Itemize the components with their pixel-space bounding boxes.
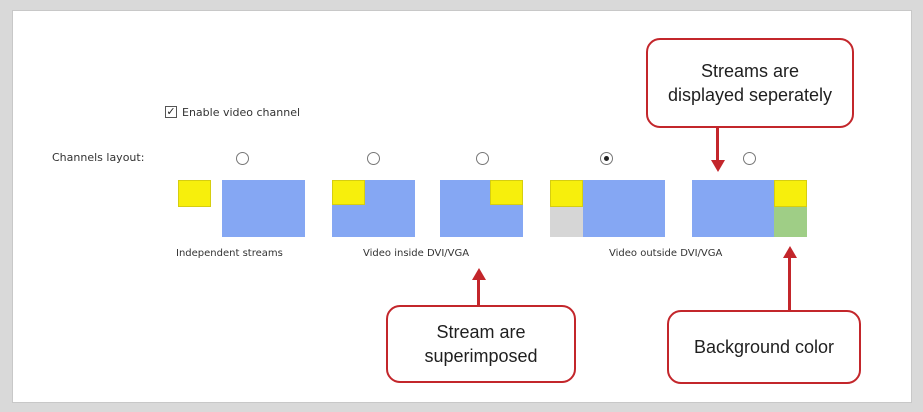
arrow-background-line	[788, 257, 791, 310]
arrow-superimposed-head	[472, 268, 486, 280]
outside-right-secondary-stream	[774, 180, 807, 207]
enable-video-channel-label: Enable video channel	[182, 106, 301, 119]
caption-video-outside: Video outside DVI/VGA	[609, 248, 723, 259]
outside-right-background	[774, 207, 807, 237]
outside-left-background	[550, 207, 583, 237]
callout-superimposed-text: Stream are superimposed	[424, 322, 538, 366]
callout-background-color: Background color	[667, 310, 861, 384]
enable-video-channel-checkbox[interactable]: ✓	[165, 106, 177, 118]
channels-layout-label: Channels layout:	[52, 151, 145, 164]
callout-background-color-text: Background color	[693, 337, 835, 357]
caption-independent-streams: Independent streams	[176, 248, 283, 259]
layout-radio-video-inside-1[interactable]	[367, 152, 380, 165]
outside-left-main-stream	[583, 180, 665, 237]
outside-left-secondary-stream	[550, 180, 583, 207]
checkbox-check-mark: ✓	[166, 105, 176, 118]
inside-tr-overlay-stream	[490, 180, 523, 205]
arrow-separately-line	[716, 128, 719, 162]
layout-radio-video-inside-2[interactable]	[476, 152, 489, 165]
inside-tl-overlay-stream	[332, 180, 365, 205]
layout-radio-independent[interactable]	[236, 152, 249, 165]
layout-radio-video-outside-1[interactable]	[600, 152, 613, 165]
arrow-superimposed-line	[477, 279, 480, 305]
outside-right-main-stream	[692, 180, 774, 237]
callout-displayed-separately-text: Streams are displayed seperately	[667, 61, 833, 105]
caption-video-inside: Video inside DVI/VGA	[363, 248, 470, 259]
layout-radio-video-outside-2[interactable]	[743, 152, 756, 165]
independent-secondary-stream	[178, 180, 211, 207]
callout-superimposed: Stream are superimposed	[386, 305, 576, 383]
arrow-separately-head	[711, 160, 725, 172]
arrow-background-head	[783, 246, 797, 258]
independent-main-stream	[222, 180, 305, 237]
callout-displayed-separately: Streams are displayed seperately	[646, 38, 854, 128]
